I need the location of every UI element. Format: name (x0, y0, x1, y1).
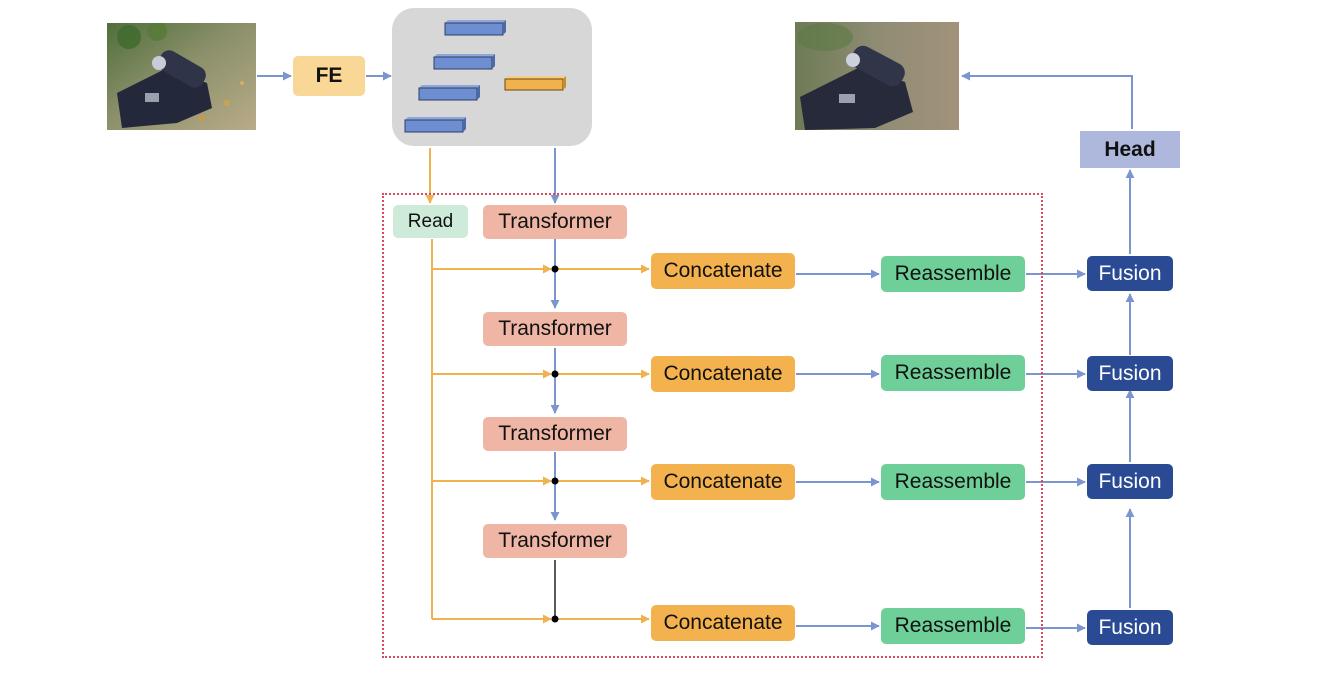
transformer-block-2: Transformer (483, 312, 627, 346)
fusion-block-2: Fusion (1087, 356, 1173, 391)
reassemble-block-1: Reassemble (881, 256, 1025, 292)
transformer-block-1: Transformer (483, 205, 627, 239)
token-blue-2 (433, 54, 495, 70)
junction-dot-4 (551, 615, 559, 623)
token-blue-4 (404, 117, 466, 133)
token-blue-1 (444, 20, 506, 36)
fusion-block-4: Fusion (1087, 610, 1173, 645)
concatenate-block-1: Concatenate (651, 253, 795, 289)
transformer-block-4: Transformer (483, 524, 627, 558)
fusion-block-3: Fusion (1087, 464, 1173, 499)
junction-dot-2 (551, 370, 559, 378)
token-blue-3 (418, 85, 480, 101)
concatenate-block-3: Concatenate (651, 464, 795, 500)
head-block: Head (1080, 131, 1180, 168)
fusion-block-1: Fusion (1087, 256, 1173, 291)
input-image (107, 23, 256, 130)
junction-dot-3 (551, 477, 559, 485)
reassemble-block-3: Reassemble (881, 464, 1025, 500)
concatenate-block-2: Concatenate (651, 356, 795, 392)
concatenate-block-4: Concatenate (651, 605, 795, 641)
token-orange (504, 76, 566, 91)
output-image (795, 22, 959, 130)
fe-block: FE (293, 56, 365, 96)
transformer-region-border (382, 193, 1043, 658)
feature-tokens-panel (392, 8, 592, 146)
read-block: Read (393, 205, 468, 238)
reassemble-block-4: Reassemble (881, 608, 1025, 644)
transformer-block-3: Transformer (483, 417, 627, 451)
reassemble-block-2: Reassemble (881, 355, 1025, 391)
arrow-head-to-output (961, 71, 1133, 129)
junction-dot-1 (551, 265, 559, 273)
feature-tokens-graphic (404, 20, 566, 133)
